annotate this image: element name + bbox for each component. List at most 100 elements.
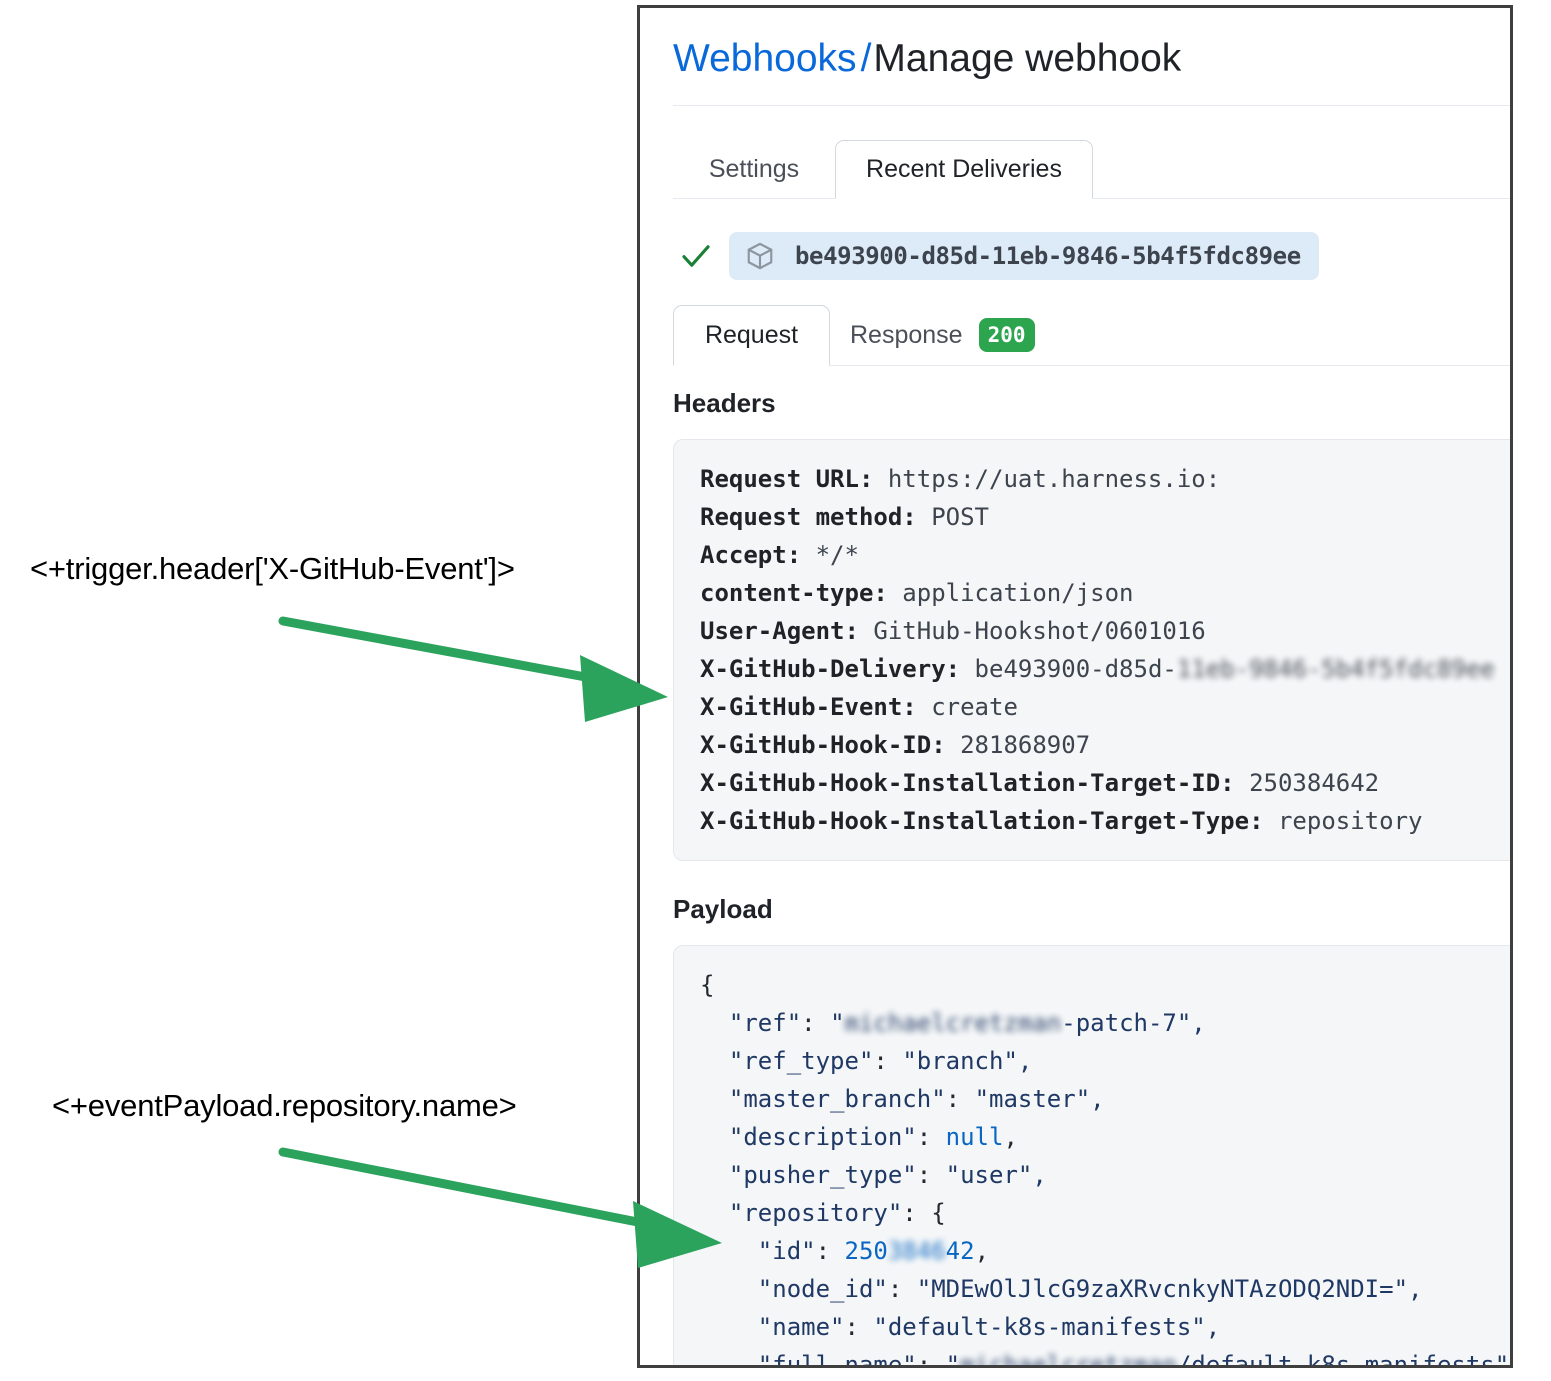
header-value: application/json	[902, 578, 1134, 607]
payload-key: "ref_type"	[728, 1046, 874, 1075]
payload-value: "default-k8s-manifests",	[873, 1312, 1221, 1341]
payload-punct: ,	[1003, 1122, 1018, 1151]
header-key: X-GitHub-Delivery:	[700, 654, 961, 683]
header-key: X-GitHub-Hook-Installation-Target-Type:	[700, 806, 1264, 835]
payload-line: "repository": {	[700, 1194, 1510, 1232]
header-row: X-GitHub-Delivery: be493900-d85d-11eb-98…	[700, 650, 1510, 688]
payload-key: "id"	[757, 1236, 816, 1265]
header-value: */*	[815, 540, 859, 569]
header-value: GitHub-Hookshot/0601016	[873, 616, 1206, 645]
headers-code-block: Request URL: https://uat.harness.io:Requ…	[673, 438, 1510, 861]
delivery-id-chip[interactable]: be493900-d85d-11eb-9846-5b4f5fdc89ee	[729, 231, 1319, 280]
payload-value: /default-k8s-manifests",	[1176, 1350, 1513, 1368]
header-row: Request method: POST	[700, 498, 1510, 536]
header-key: X-GitHub-Hook-Installation-Target-ID:	[700, 768, 1235, 797]
check-icon	[679, 239, 713, 273]
header-key: content-type:	[700, 578, 888, 607]
payload-line: "pusher_type": "user",	[700, 1156, 1510, 1194]
payload-line: "full_name": "michaelcretzman/default-k8…	[700, 1346, 1513, 1368]
payload-value: 42	[945, 1236, 975, 1265]
payload-key: "name"	[757, 1312, 845, 1341]
arrow-to-x-github-event	[278, 616, 668, 722]
payload-punct: {	[700, 970, 715, 999]
tab-request[interactable]: Request	[673, 304, 830, 366]
header-key: Request method:	[700, 502, 917, 531]
payload-colon: :	[916, 1350, 946, 1368]
payload-value: -patch-7",	[1061, 1008, 1206, 1037]
breadcrumb: Webhooks/Manage webhook	[673, 37, 1510, 82]
payload-key: "node_id"	[757, 1274, 888, 1303]
header-row: X-GitHub-Event: create	[700, 688, 1510, 726]
annotation-label-event-payload: <+eventPayload.repository.name>	[52, 1088, 517, 1123]
payload-line: "node_id": "MDEwOlJlcG9zaXRvcnkyNTAzODQ2…	[700, 1270, 1510, 1308]
header-key: Request URL:	[700, 464, 874, 493]
payload-line: "master_branch": "master",	[700, 1080, 1510, 1118]
payload-value: "	[945, 1350, 961, 1368]
payload-value: "MDEwOlJlcG9zaXRvcnkyNTAzODQ2NDI=",	[916, 1274, 1423, 1303]
payload-line: "ref": "michaelcretzman-patch-7",	[700, 1004, 1510, 1042]
header-value: POST	[931, 502, 989, 531]
status-badge: 200	[978, 318, 1035, 353]
header-row: User-Agent: GitHub-Hookshot/0601016	[700, 612, 1510, 650]
payload-colon: :	[916, 1160, 946, 1189]
tab-response-label: Response	[850, 320, 963, 349]
breadcrumb-link-webhooks[interactable]: Webhooks	[673, 37, 857, 80]
payload-colon: :	[815, 1236, 845, 1265]
header-key: X-GitHub-Event:	[700, 692, 917, 721]
payload-value-redacted: 3846	[887, 1236, 946, 1265]
payload-code-block: { "ref": "michaelcretzman-patch-7", "ref…	[673, 944, 1513, 1368]
header-value: create	[931, 692, 1018, 721]
header-row: X-GitHub-Hook-Installation-Target-Type: …	[700, 802, 1510, 840]
payload-value-redacted: michaelcretzman	[844, 1008, 1062, 1037]
header-row: Accept: */*	[700, 536, 1510, 574]
delivery-id-text: be493900-d85d-11eb-9846-5b4f5fdc89ee	[795, 241, 1301, 270]
payload-colon: :	[873, 1046, 903, 1075]
header-key: X-GitHub-Hook-ID:	[700, 730, 946, 759]
header-value: https://uat.harness.io:	[887, 464, 1221, 493]
payload-line: "id": 250384642,	[700, 1232, 1510, 1270]
payload-colon: :	[801, 1008, 831, 1037]
payload-colon: :	[844, 1312, 874, 1341]
header-value: 250384642	[1249, 768, 1380, 797]
payload-punct: ,	[974, 1236, 990, 1265]
payload-value-redacted: michaelcretzman	[960, 1350, 1177, 1368]
sub-tab-underline	[673, 364, 1510, 366]
payload-line: "name": "default-k8s-manifests",	[700, 1308, 1510, 1346]
payload-value: "branch",	[902, 1046, 1033, 1075]
payload-value: "master",	[974, 1084, 1105, 1113]
payload-line: {	[700, 966, 1510, 1004]
payload-key: "repository"	[728, 1198, 903, 1227]
breadcrumb-separator: /	[860, 37, 872, 80]
tab-response[interactable]: Response 200	[830, 305, 1055, 366]
tab-settings[interactable]: Settings	[708, 154, 800, 183]
header-row: Request URL: https://uat.harness.io:	[700, 460, 1510, 498]
header-value: be493900-d85d-	[974, 654, 1177, 683]
tab-recent-deliveries[interactable]: Recent Deliveries	[835, 139, 1093, 199]
payload-key: "pusher_type"	[728, 1160, 917, 1189]
header-value: repository	[1277, 806, 1423, 835]
request-response-tab-bar: Request Response 200	[673, 304, 1510, 366]
headers-heading: Headers	[673, 387, 776, 418]
payload-line: "description": null,	[700, 1118, 1510, 1156]
payload-value: 250	[844, 1236, 888, 1265]
delivery-row: be493900-d85d-11eb-9846-5b4f5fdc89ee	[679, 231, 1510, 280]
header-row: X-GitHub-Hook-ID: 281868907	[700, 726, 1510, 764]
breadcrumb-divider	[673, 104, 1510, 106]
payload-colon: :	[916, 1122, 946, 1151]
header-value-redacted: 11eb-9846-5b4f5fdc89ee	[1176, 654, 1495, 683]
manage-webhook-panel: Webhooks/Manage webhook Settings Recent …	[637, 5, 1513, 1368]
payload-colon: :	[887, 1274, 917, 1303]
page-title: Manage webhook	[873, 37, 1182, 80]
payload-heading: Payload	[673, 893, 773, 924]
payload-key: "ref"	[728, 1008, 802, 1037]
primary-tab-bar: Settings Recent Deliveries	[673, 139, 1510, 199]
header-key: User-Agent:	[700, 616, 859, 645]
package-icon	[745, 241, 775, 271]
header-key: Accept:	[700, 540, 802, 569]
payload-colon: :	[945, 1084, 975, 1113]
annotation-label-trigger-header: <+trigger.header['X-GitHub-Event']>	[30, 551, 515, 586]
payload-value: "	[830, 1008, 845, 1037]
header-row: content-type: application/json	[700, 574, 1510, 612]
payload-key: "description"	[728, 1122, 917, 1151]
header-row: X-GitHub-Hook-Installation-Target-ID: 25…	[700, 764, 1510, 802]
